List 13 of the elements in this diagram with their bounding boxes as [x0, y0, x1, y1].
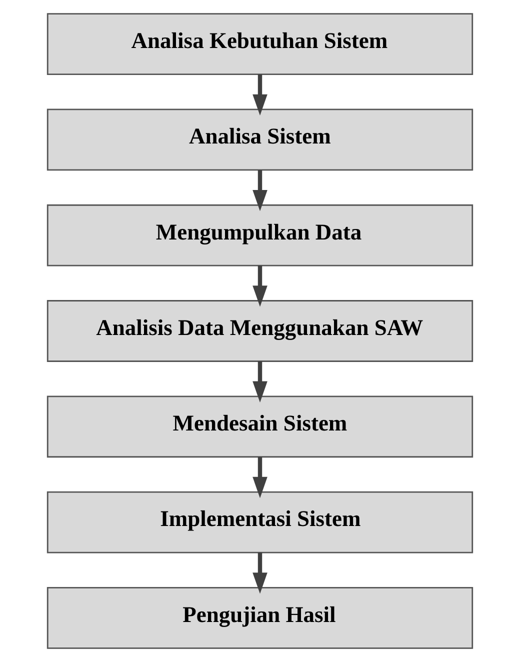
- arrow: [252, 361, 268, 402]
- node-box: Mendesain Sistem: [46, 396, 474, 458]
- arrow: [252, 170, 268, 212]
- node-box: Analisa Kebutuhan Sistem: [46, 13, 474, 76]
- arrow: [252, 552, 268, 594]
- arrow: [252, 456, 268, 498]
- arrow: [252, 266, 268, 307]
- node-box: Implementasi Sistem: [46, 491, 474, 554]
- node-box: Analisis Data Menggunakan SAW: [46, 300, 474, 362]
- arrow: [252, 74, 268, 116]
- node-box: Pengujian Hasil: [46, 586, 474, 649]
- node-box: Analisa Sistem: [46, 108, 474, 171]
- node-box: Mengumpulkan Data: [46, 204, 474, 266]
